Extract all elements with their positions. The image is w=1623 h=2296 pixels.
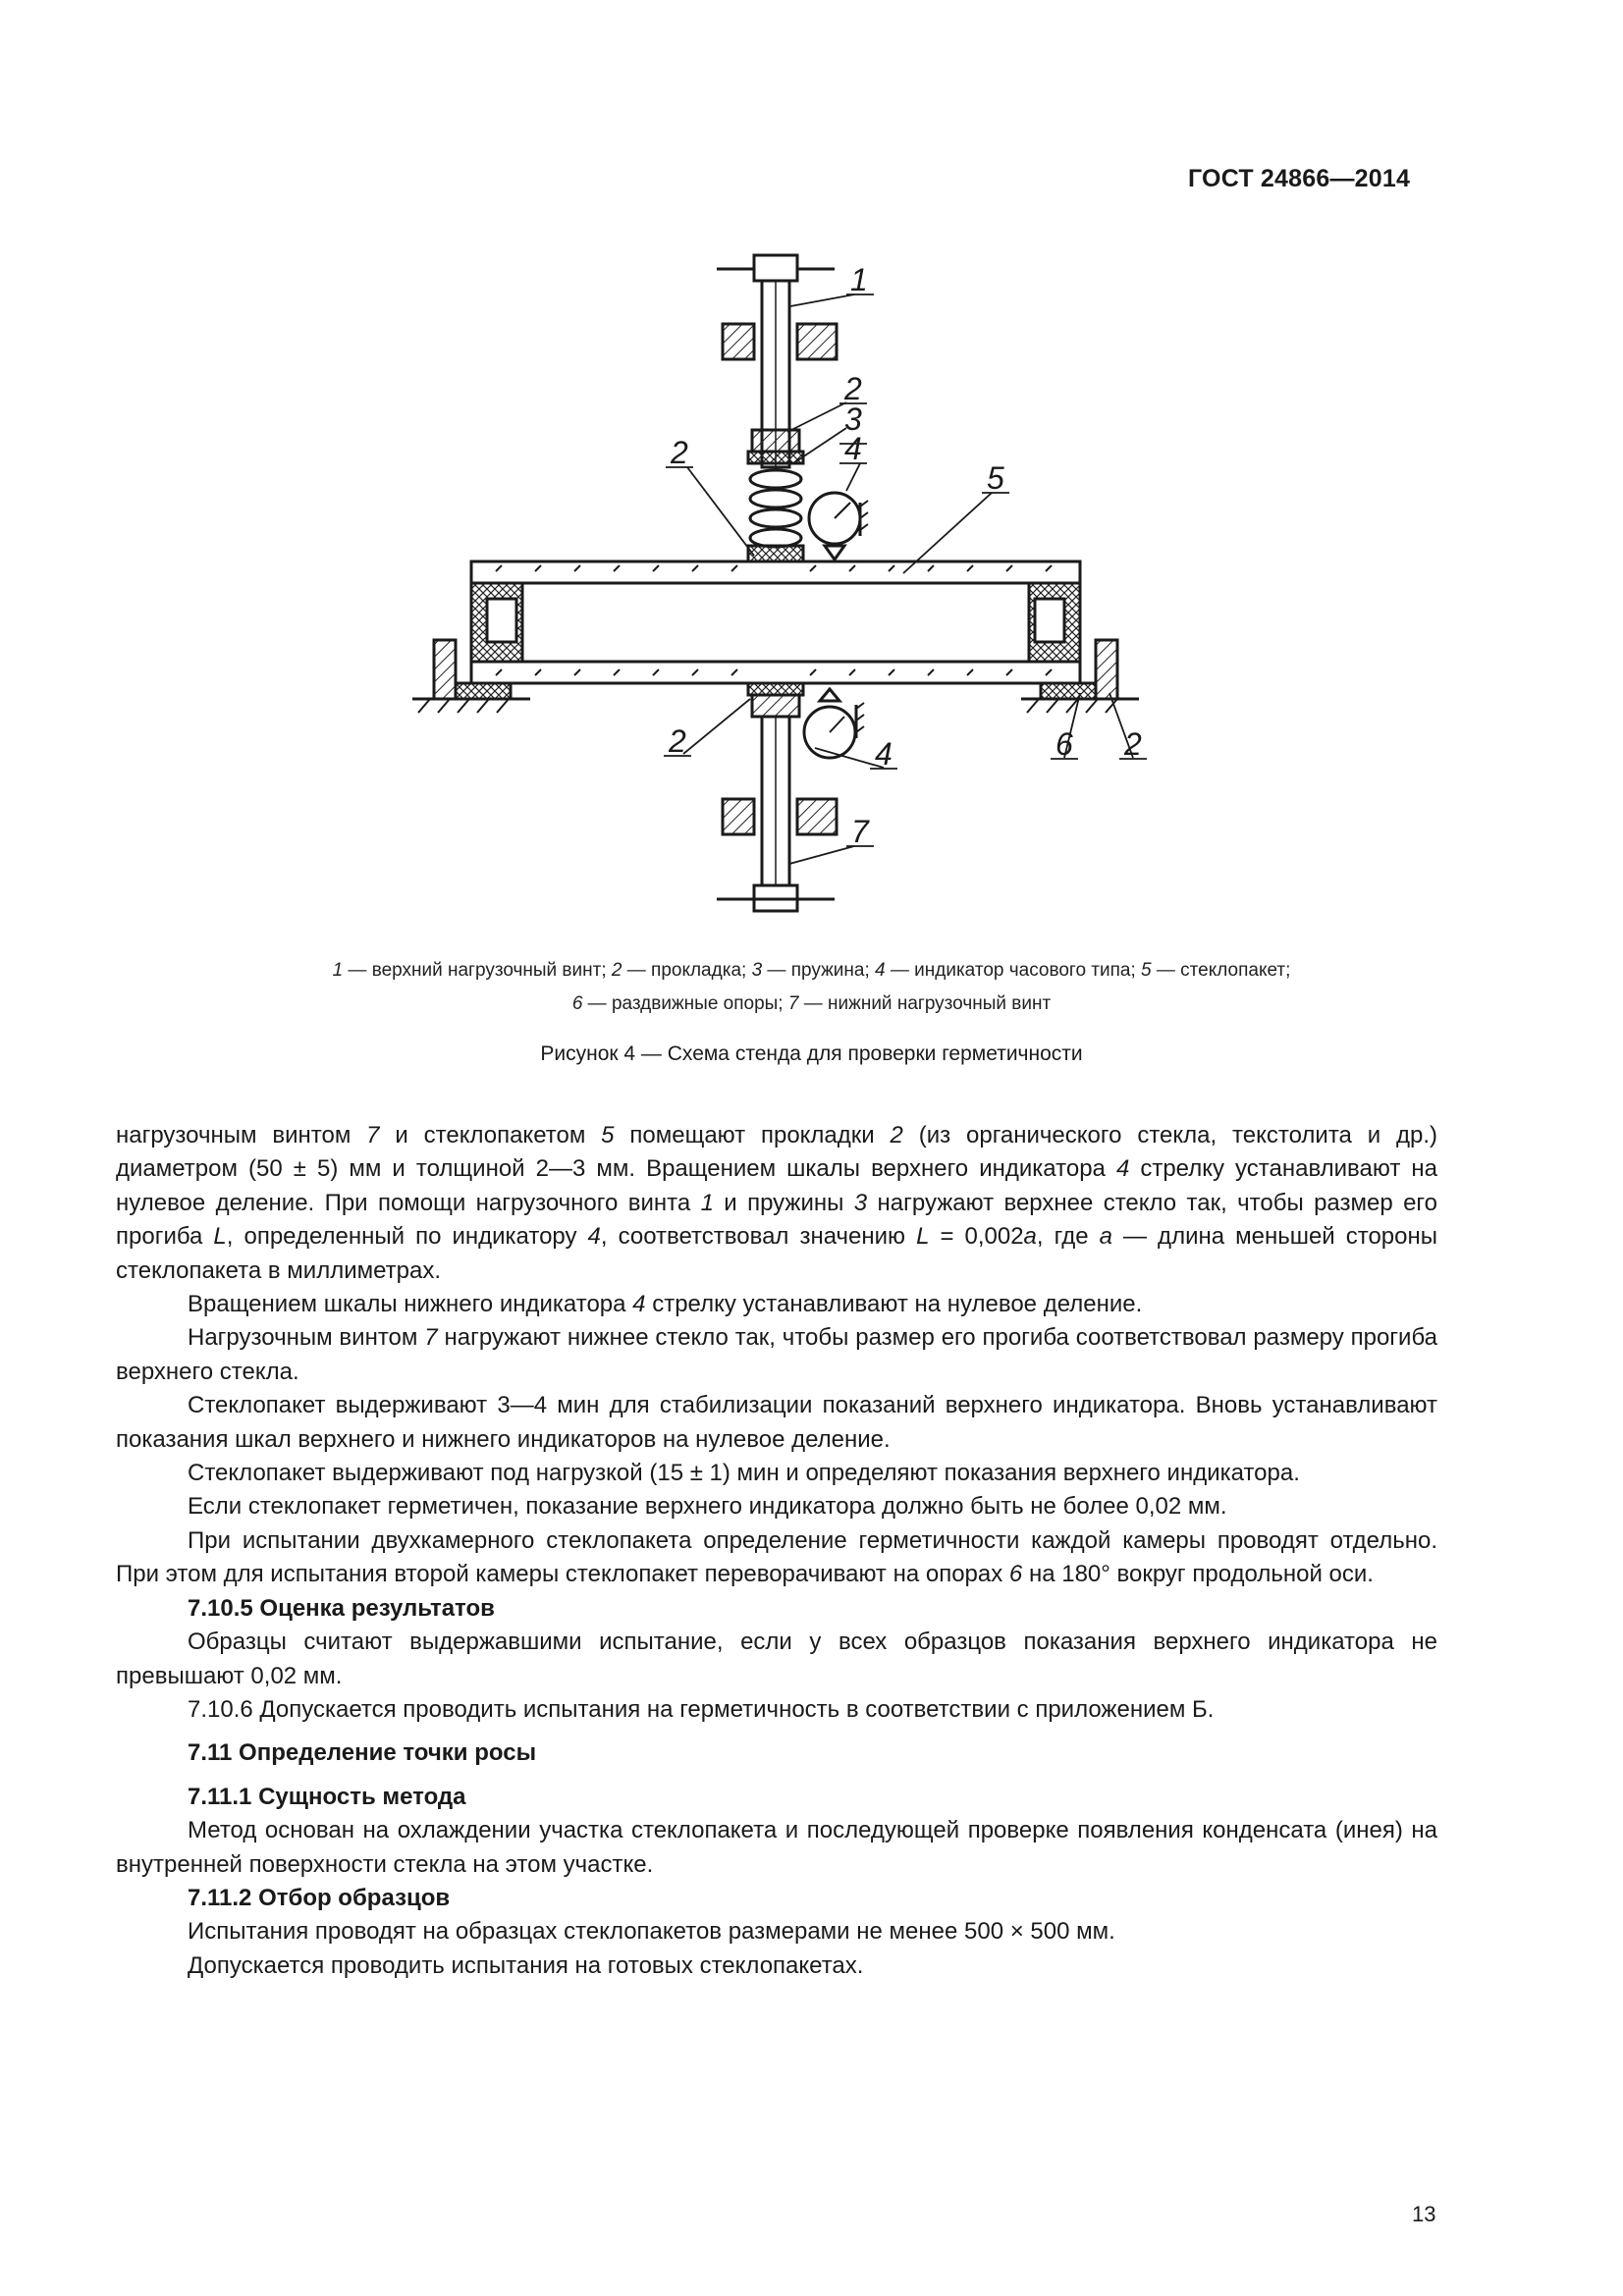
label-1-upper-screw: 1 — [850, 262, 868, 297]
paragraph: Нагрузочным винтом 7 нагружают нижнее ст… — [116, 1324, 1438, 1385]
paragraph: Если стеклопакет герметичен, показание в… — [188, 1493, 1227, 1521]
paragraph: Метод основан на охлаждении участка стек… — [116, 1817, 1437, 1878]
paragraph: Вращением шкалы нижнего индикатора 4 стр… — [188, 1291, 1143, 1318]
paragraph: При испытании двухкамерного стеклопакета… — [116, 1526, 1437, 1588]
label-2-pad-left: 2 — [670, 435, 688, 470]
paragraph: Стеклопакет выдерживают под нагрузкой (1… — [188, 1460, 1300, 1487]
label-6-supports: 6 — [1055, 726, 1073, 762]
label-5-glass-unit: 5 — [987, 460, 1004, 496]
label-4-indicator-bottom: 4 — [875, 736, 893, 772]
paragraph: Испытания проводят на образцах стеклопак… — [188, 1918, 1115, 1946]
label-2-pad-lower: 2 — [668, 723, 686, 759]
body-text: нагрузочным винтом 7 и стеклопакетом 5 п… — [116, 1119, 1437, 1983]
document-code: ГОСТ 24866—2014 — [1188, 165, 1411, 192]
section-heading-7-11: 7.11 Определение точки росы — [188, 1739, 537, 1767]
figure-caption: Рисунок 4 — Схема стенда для проверки ге… — [540, 1042, 1083, 1065]
test-bench-diagram: 1 2 3 4 5 2 2 4 6 2 7 — [412, 253, 1147, 913]
label-2-pad-support: 2 — [1123, 726, 1142, 762]
paragraph: Образцы считают выдержавшими испытание, … — [116, 1629, 1437, 1689]
label-3-spring: 3 — [844, 401, 862, 437]
legend-line-2: 6 — раздвижные опоры; 7 — нижний нагрузо… — [571, 993, 1052, 1014]
section-heading-7-11-2: 7.11.2 Отбор образцов — [188, 1884, 451, 1911]
paragraph: 7.10.6 Допускается проводить испытания н… — [188, 1695, 1215, 1723]
section-heading-7-11-1: 7.11.1 Сущность метода — [188, 1783, 466, 1810]
section-heading-7-10-5: 7.10.5 Оценка результатов — [188, 1594, 495, 1622]
label-7-lower-screw: 7 — [851, 814, 870, 849]
paragraph: нагрузочным винтом 7 и стеклопакетом 5 п… — [116, 1122, 1438, 1284]
page-number: 13 — [1412, 2202, 1436, 2226]
paragraph: Стеклопакет выдерживают 3—4 мин для стаб… — [116, 1392, 1437, 1453]
label-2-pad-top: 2 — [843, 371, 862, 406]
paragraph: Допускается проводить испытания на готов… — [188, 1951, 864, 1979]
figure-legend: 1 — верхний нагрузочный винт; 2 — прокла… — [147, 954, 1476, 1021]
label-4-indicator-top: 4 — [844, 431, 862, 466]
legend-line-1: 1 — верхний нагрузочный винт; 2 — прокла… — [332, 960, 1291, 981]
